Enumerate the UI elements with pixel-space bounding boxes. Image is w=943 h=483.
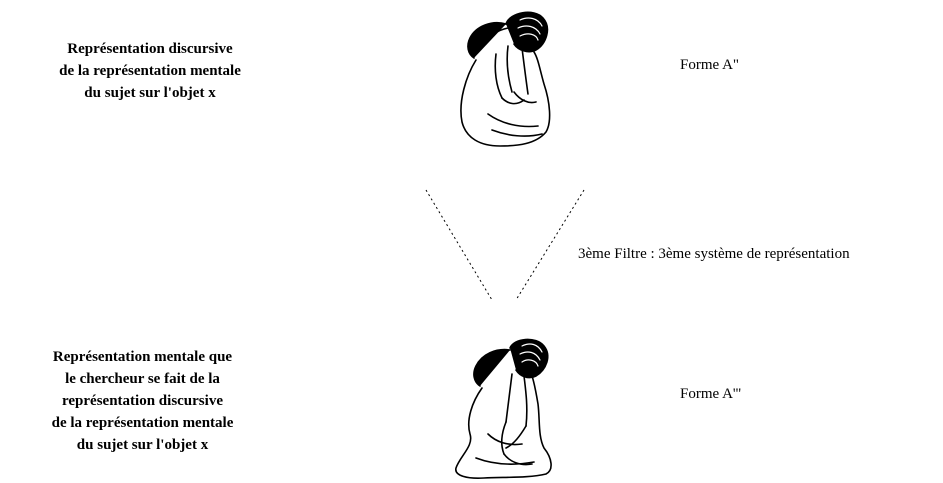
bottom-representation-label: Représentation mentale que le chercheur … bbox=[0, 346, 285, 456]
bottom-label-line-5: du sujet sur l'objet x bbox=[76, 437, 209, 453]
filter-right-line bbox=[515, 189, 585, 301]
bottom-label-line-2: le chercheur se fait de la bbox=[65, 371, 220, 387]
top-label-line-3: du sujet sur l'objet x bbox=[84, 85, 216, 101]
bottom-label-line-3: représentation discursive bbox=[62, 393, 223, 409]
filter-left-line bbox=[425, 189, 493, 301]
top-seated-figure-icon bbox=[460, 11, 551, 147]
filter-label: 3ème Filtre : 3ème système de représenta… bbox=[578, 246, 850, 262]
top-form-label: Forme A" bbox=[680, 57, 740, 73]
top-label-line-2: de la représentation mentale bbox=[59, 63, 241, 79]
bottom-label-line-4: de la représentation mentale bbox=[51, 415, 234, 431]
filter-funnel-lines bbox=[425, 189, 585, 301]
top-label-line-1: Représentation discursive bbox=[67, 41, 233, 57]
bottom-form-label: Forme A''' bbox=[680, 386, 742, 402]
top-representation-label: Représentation discursive de la représen… bbox=[10, 38, 290, 104]
bottom-label-line-1: Représentation mentale que bbox=[52, 349, 233, 365]
bottom-seated-figure-icon bbox=[455, 338, 552, 479]
